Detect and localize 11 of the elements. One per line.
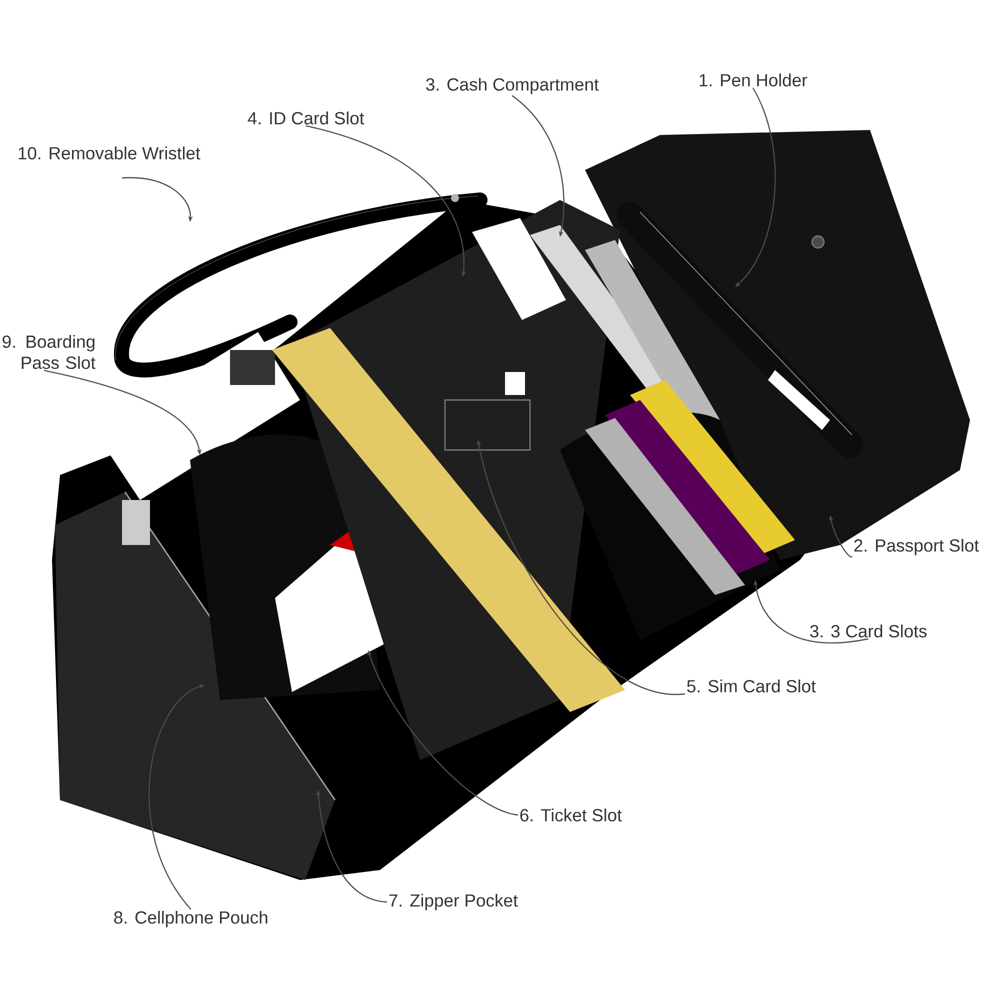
callout-label: 7. Zipper Pocket: [389, 894, 518, 910]
callout-label: 2. Passport Slot: [854, 538, 979, 556]
callout-label: 6. Ticket Slot: [520, 808, 622, 822]
callout-label: 8. Cellphone Pouch: [114, 910, 268, 928]
callout-label: 3. 3 Card Slots: [810, 624, 927, 638]
callout-label: 10. Removable Wristlet: [18, 146, 200, 160]
callout-label: 4. ID Card Slot: [248, 112, 364, 124]
callout-label: 1. Pen Holder: [700, 74, 808, 86]
callout-label: 3. Cash Compartment: [426, 78, 599, 94]
callout-label: 9. Boarding Pass Slot: [2, 335, 96, 369]
callout-label: 5. Sim Card Slot: [687, 680, 816, 692]
